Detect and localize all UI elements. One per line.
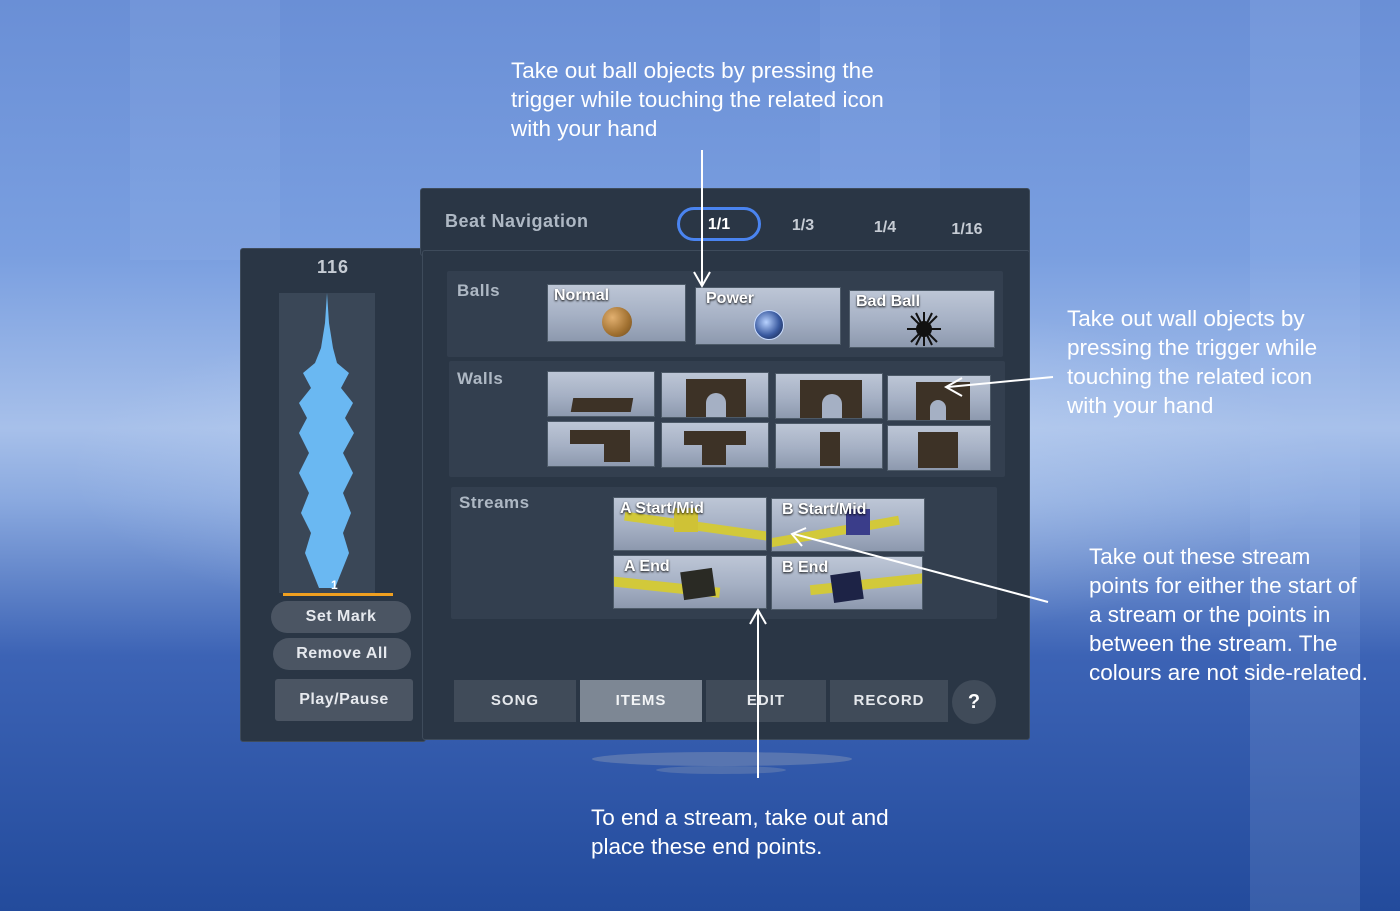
blue-cube-icon — [846, 509, 870, 535]
waveform-area[interactable] — [279, 293, 375, 593]
bad-ball-label: Bad Ball — [856, 293, 921, 310]
play-pause-button[interactable]: Play/Pause — [275, 679, 413, 721]
bad-ball-tile[interactable]: Bad Ball — [849, 290, 995, 348]
stream-beam-icon — [772, 515, 900, 548]
wall-tile-5[interactable] — [547, 421, 655, 467]
annotation-walls: Take out wall objects by pressing the tr… — [1067, 306, 1318, 418]
beat-navigation-title: Beat Navigation — [445, 211, 589, 231]
annotation-balls: Take out ball objects by pressing the tr… — [511, 58, 884, 141]
wall-flat-icon — [570, 398, 634, 412]
wall-tile-4[interactable] — [887, 375, 991, 421]
wall-pillar-icon — [820, 432, 840, 466]
power-ball-tile[interactable]: Power — [695, 287, 841, 345]
wall-t-icon — [684, 431, 746, 465]
sky-pillar-left — [130, 0, 280, 260]
normal-ball-tile[interactable]: Normal — [547, 284, 686, 342]
normal-ball-icon — [602, 307, 632, 337]
sky-pillar-mid — [820, 0, 940, 200]
a-end-tile[interactable]: A End — [613, 555, 767, 609]
sky-pillar-right — [1250, 0, 1360, 911]
a-start-mid-tile[interactable]: A Start/Mid — [613, 497, 767, 551]
wall-arch-icon — [800, 380, 862, 418]
tab-record[interactable]: RECORD — [830, 680, 948, 722]
set-mark-button[interactable]: Set Mark — [271, 601, 411, 633]
walls-label: Walls — [457, 369, 504, 388]
wall-tile-7[interactable] — [775, 423, 883, 469]
a-end-label: A End — [624, 558, 670, 575]
beat-option-1-3[interactable]: 1/3 — [791, 217, 815, 234]
balls-label: Balls — [457, 281, 501, 300]
a-start-mid-label: A Start/Mid — [620, 500, 704, 517]
waveform-icon — [299, 293, 354, 588]
dark-cube-icon — [680, 567, 716, 601]
beat-option-1-4[interactable]: 1/4 — [873, 219, 897, 236]
remove-all-button[interactable]: Remove All — [273, 638, 411, 670]
wall-tile-6[interactable] — [661, 422, 769, 468]
power-ball-icon — [754, 310, 784, 340]
wall-corner-icon — [570, 430, 630, 462]
b-end-label: B End — [782, 559, 829, 576]
spiky-ball-icon — [907, 312, 941, 346]
timeline-panel: 116 1 Set Mark Remove All Play/Pause — [240, 248, 426, 742]
wall-half-arch-icon — [916, 382, 970, 420]
beat-option-1-16[interactable]: 1/16 — [951, 221, 983, 238]
beat-option-1-1[interactable]: 1/1 — [677, 207, 761, 241]
normal-ball-label: Normal — [554, 287, 610, 304]
items-panel: Balls Normal Power Bad Ball Walls — [422, 250, 1030, 740]
b-end-tile[interactable]: B End — [771, 556, 923, 610]
annotation-end-points: To end a stream, take out and place thes… — [591, 805, 889, 859]
b-start-mid-label: B Start/Mid — [782, 501, 867, 518]
wall-tile-3[interactable] — [775, 373, 883, 419]
panel-base-shadow — [592, 752, 852, 766]
help-button[interactable]: ? — [952, 680, 996, 724]
power-ball-label: Power — [706, 290, 755, 307]
wall-arch-icon — [686, 379, 746, 417]
panel-base-shadow — [656, 766, 786, 774]
tab-song[interactable]: SONG — [454, 680, 576, 722]
navy-cube-icon — [830, 571, 864, 603]
yellow-cube-icon — [674, 508, 698, 532]
bpm-display: 116 — [316, 257, 350, 277]
wall-tile-2[interactable] — [661, 372, 769, 418]
b-start-mid-tile[interactable]: B Start/Mid — [771, 498, 925, 552]
wall-tile-8[interactable] — [887, 425, 991, 471]
tab-items[interactable]: ITEMS — [580, 680, 702, 722]
beat-navigation-bar: Beat Navigation 1/1 1/3 1/4 1/16 — [420, 188, 1030, 256]
playhead-bar — [283, 593, 393, 596]
mark-number: 1 — [331, 578, 338, 592]
streams-label: Streams — [459, 493, 530, 512]
tab-edit[interactable]: EDIT — [706, 680, 826, 722]
wall-tile-1[interactable] — [547, 371, 655, 417]
wall-block-icon — [918, 432, 958, 468]
annotation-streams: Take out these stream points for either … — [1089, 544, 1368, 685]
